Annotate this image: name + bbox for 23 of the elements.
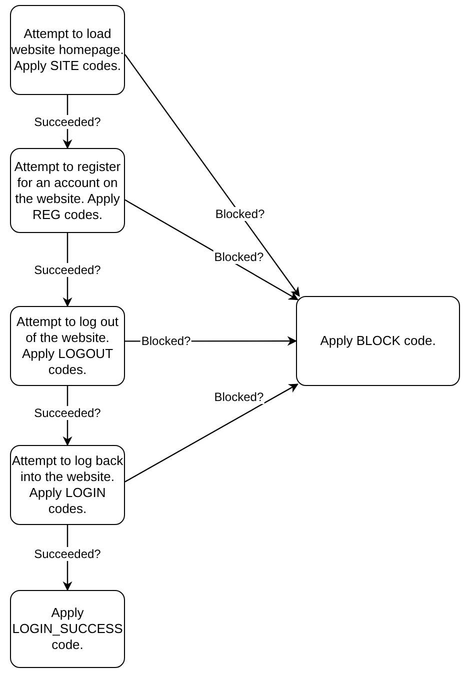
box-text: Apply BLOCK code. <box>320 333 436 349</box>
edge-label: Succeeded? <box>33 547 102 562</box>
box-text: Attempt to register for an account on the website. Apply REG codes. <box>13 158 122 222</box>
box-text: Apply LOGIN_SUCCESS code. <box>11 605 124 653</box>
process-box <box>10 590 125 668</box>
arrow <box>124 54 300 297</box>
process-box <box>10 148 125 233</box>
edge-label: Blocked? <box>214 206 266 221</box>
process-box <box>10 306 125 386</box>
edge-label: Blocked? <box>140 334 192 348</box>
arrow <box>124 199 298 300</box>
box-text: Attempt to log out of the website. Apply LOGOUT codes. <box>16 314 120 378</box>
edge-label: Succeeded? <box>33 114 102 128</box>
box-text: Attempt to log back into the website. Apply LOGIN codes. <box>11 453 124 517</box>
process-box <box>10 5 125 95</box>
arrow <box>124 384 298 482</box>
box-text: Attempt to load website homepage. Apply SITE codes. <box>11 26 124 74</box>
edge-label: Succeeded? <box>33 406 102 420</box>
process-box <box>10 445 125 525</box>
process-box <box>296 296 460 386</box>
edge-label: Succeeded? <box>33 262 102 276</box>
edge-label: Blocked? <box>213 250 265 264</box>
edge-label: Blocked? <box>213 390 265 404</box>
